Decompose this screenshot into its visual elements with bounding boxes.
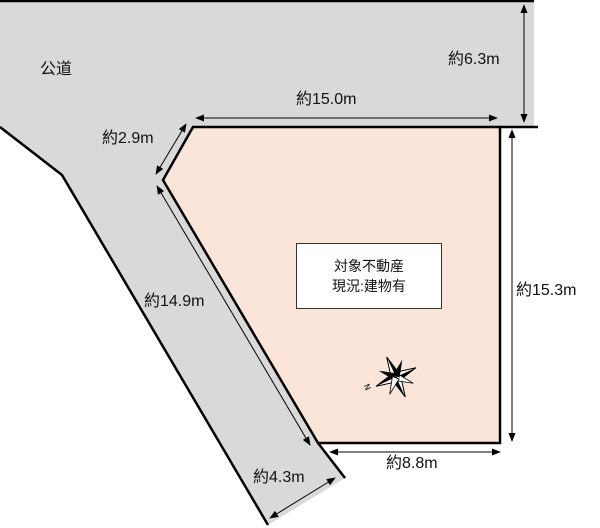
dim-label-road-top: 約6.3m: [448, 51, 500, 68]
dimension-arrows: [155, 4, 528, 519]
dim-label-road-bottom: 約4.3m: [253, 469, 305, 486]
svg-text:N: N: [362, 383, 373, 392]
dim-label-east: 約15.3m: [516, 282, 577, 299]
dim-label-corner: 約2.9m: [102, 130, 154, 147]
property-info-box: 対象不動産 現況:建物有: [296, 243, 442, 309]
dim-west: [156, 185, 311, 446]
road-label: 公道: [40, 61, 73, 78]
compass-rose-icon: N: [362, 356, 417, 398]
dim-label-north: 約15.0m: [296, 91, 357, 108]
property-status: 現況:建物有: [332, 278, 406, 294]
dim-corner: [155, 123, 187, 175]
dim-road-bottom: [269, 477, 336, 519]
dim-label-south: 約8.8m: [386, 455, 438, 472]
dim-label-west: 約14.9m: [144, 293, 205, 310]
property-title: 対象不動産: [334, 258, 404, 274]
public-road-area: [0, 0, 534, 525]
